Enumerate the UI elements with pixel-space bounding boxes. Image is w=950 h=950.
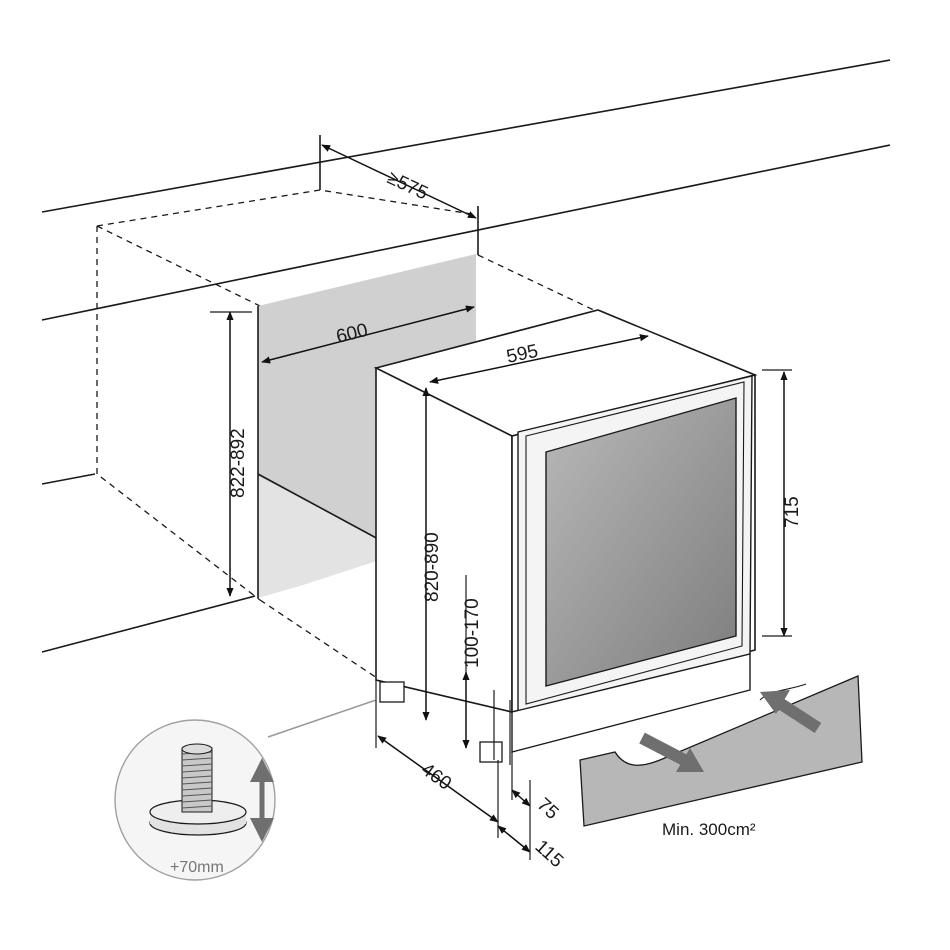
wine-cooler [373,309,758,765]
worktop-lines [41,59,891,653]
airflow-in-arrow [760,690,822,734]
niche-floor-shade [258,476,380,598]
dim-height-niche: 822-892 [228,428,249,498]
dim-plinth-clearance: 115 [531,836,568,872]
airflow-out-arrow [639,732,704,772]
foot-detail: +70mm [114,699,377,881]
threaded-rod [181,747,213,813]
dim-plinth-setback: 75 [533,794,563,824]
dim-height-top: 715 [782,496,803,528]
foot-adjust-label: +70mm [170,859,224,876]
ventilation-label: Min. 300cm² [662,820,756,839]
dim-height-unit-range: 820-890 [422,532,443,602]
height-adjust-icon [250,758,274,842]
dim-depth-niche: ≥575 [384,167,431,204]
dimension-lines [210,144,792,860]
dim-plinth-height: 100-170 [462,598,483,668]
dim-depth-unit: 460 [417,759,455,795]
glass-door [545,397,737,687]
